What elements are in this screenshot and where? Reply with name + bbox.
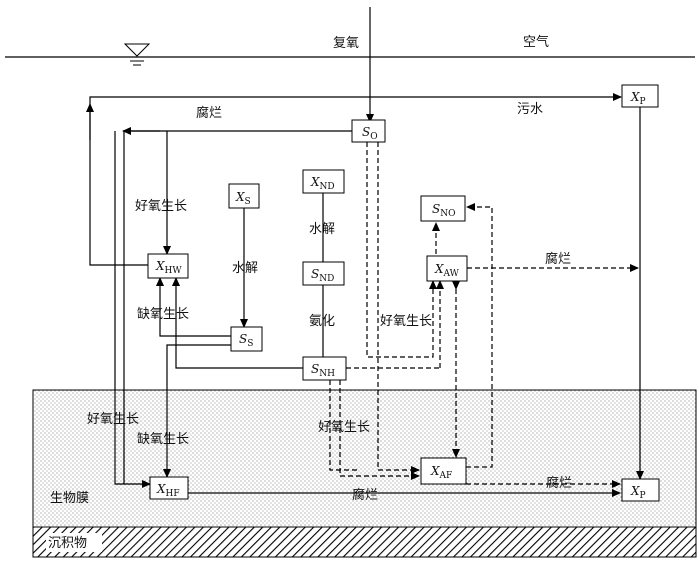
node-xs: XS [228, 183, 260, 209]
snh-to-xhw-line [172, 277, 303, 369]
node-sno: SNO [420, 195, 466, 222]
ss-to-xhw-line [156, 277, 231, 337]
svg-text:SS: SS [239, 332, 253, 349]
so-to-xaf-dashed [377, 142, 420, 474]
svg-text:SND: SND [311, 267, 334, 284]
node-xaw: XAW [426, 255, 468, 282]
svg-text:XND: XND [310, 175, 335, 192]
node-ss: SS [230, 326, 263, 352]
hydrolysis-mid-label: 水解 [309, 222, 335, 237]
aerobic-growth-bio-label-left: 好氧生长 [87, 412, 139, 427]
svg-text:SO: SO [362, 125, 378, 142]
svg-text:XP: XP [630, 90, 646, 107]
air-label: 空气 [523, 34, 549, 50]
node-xp-bottom: XP [621, 478, 660, 502]
aerobic-growth-bio-label-mid: 好氧生长 [318, 420, 370, 435]
water-level-icon [123, 43, 151, 57]
svg-text:SNH: SNH [311, 362, 335, 379]
node-xaf: XAF [420, 457, 467, 485]
svg-text:XP: XP [630, 484, 646, 501]
xaf-to-sno-dashed [466, 203, 493, 468]
svg-text:XHW: XHW [155, 259, 182, 276]
node-xhw: XHW [147, 253, 189, 279]
sediment-region [32, 526, 697, 558]
node-xnd: XND [302, 169, 345, 194]
biofilm-region [32, 389, 697, 528]
anoxic-growth-bio-label: 缺氧生长 [137, 432, 189, 447]
snh-to-xaf-dashed-1 [329, 380, 360, 471]
xhw-decay-to-xp-line [89, 93, 622, 266]
snh-to-xaf-dashed-2 [339, 380, 420, 480]
node-snh: SNH [302, 356, 347, 381]
reaeration-label: 复氧 [333, 36, 359, 51]
aerobic-growth-left-label: 好氧生长 [135, 199, 187, 214]
biofilm-label: 生物膜 [50, 491, 89, 506]
sediment-label: 沉积物 [48, 536, 87, 551]
so-to-xaw-dashed [366, 142, 437, 358]
svg-text:SNO: SNO [432, 202, 456, 219]
ammonification-label: 氨化 [309, 314, 335, 329]
node-xp-top: XP [621, 84, 659, 108]
decay-bottom-label: 腐烂 [352, 488, 378, 503]
node-so: SO [351, 119, 386, 143]
decay-right-label: 腐烂 [545, 252, 571, 267]
aerobic-growth-mid-label: 好氧生长 [380, 314, 432, 329]
svg-text:XS: XS [235, 190, 251, 207]
node-snd: SND [302, 261, 345, 286]
svg-text:XAW: XAW [434, 262, 460, 279]
anoxic-growth-left-label: 缺氧生长 [137, 307, 189, 322]
svg-text:XAF: XAF [430, 464, 452, 481]
ss-to-xhf-line [163, 344, 231, 478]
decay-bottom-right-label: 腐烂 [546, 476, 572, 491]
aerobic-growth-xhf-line [114, 131, 151, 488]
decay-top-label: 腐烂 [196, 106, 222, 121]
hydrolysis-left-label: 水解 [232, 261, 258, 276]
node-xhf: XHF [149, 476, 189, 500]
svg-text:XHF: XHF [156, 482, 180, 499]
sediment-label-bg [46, 533, 102, 552]
wastewater-label: 污水 [517, 102, 543, 117]
